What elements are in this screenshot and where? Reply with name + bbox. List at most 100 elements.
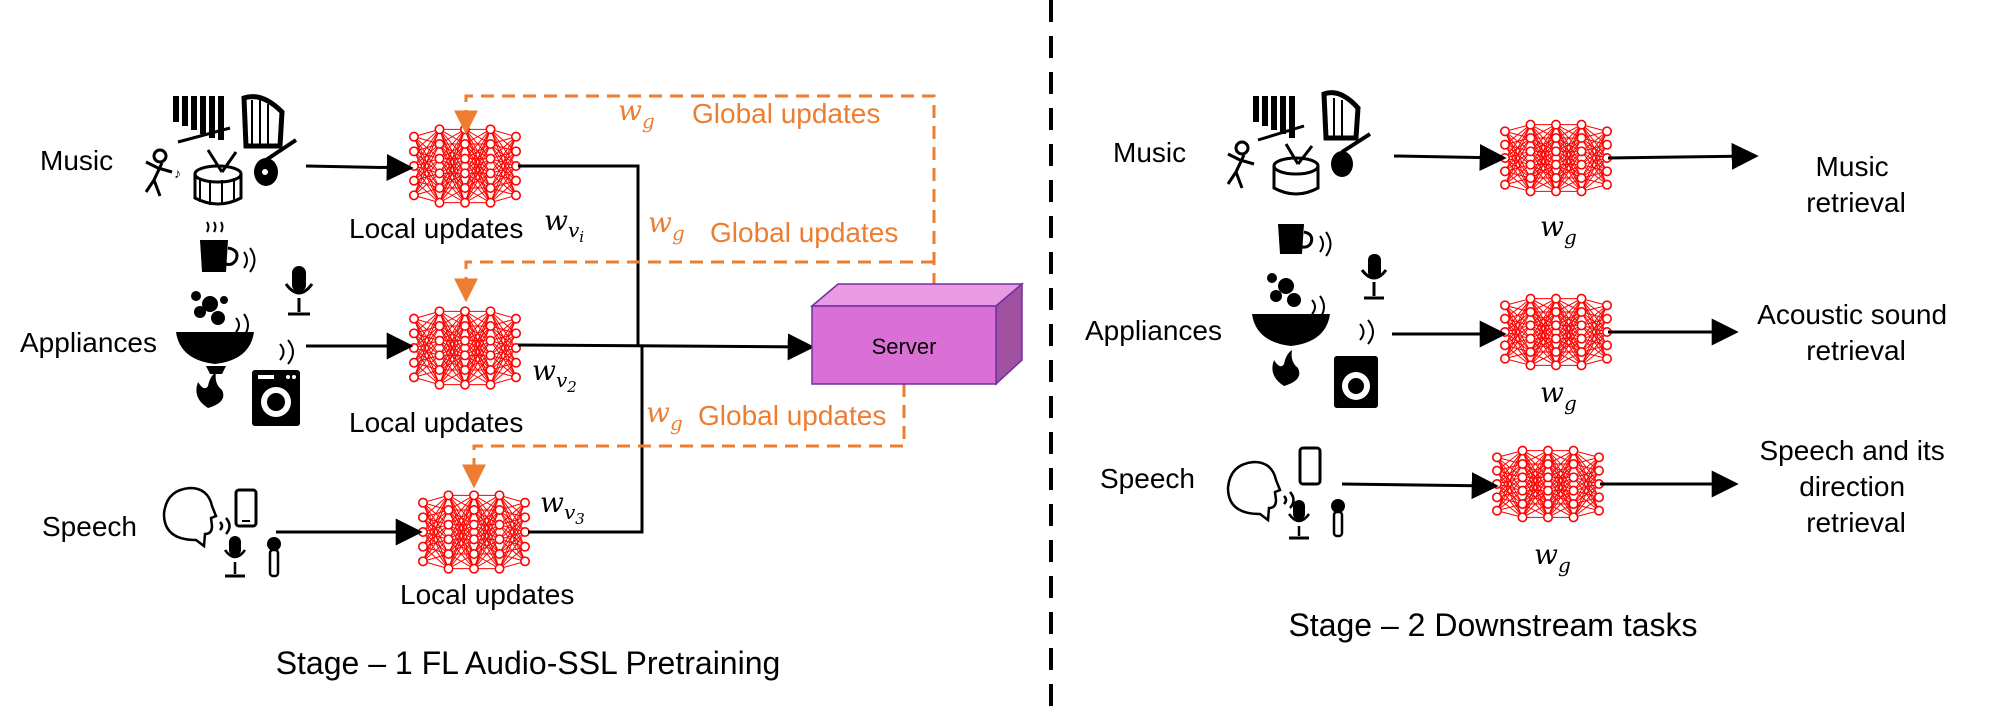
network-edge xyxy=(499,502,526,569)
network-edge xyxy=(1496,450,1523,472)
guitar-icon xyxy=(254,138,298,186)
network-node xyxy=(1543,485,1554,496)
stage1-title: Stage – 1 FL Audio-SSL Pretraining xyxy=(276,645,781,681)
network-edge xyxy=(1581,130,1608,152)
network-node xyxy=(408,161,419,172)
network-edge xyxy=(464,129,491,174)
network-node xyxy=(1551,333,1562,344)
network-edge xyxy=(1555,124,1582,179)
network-edge xyxy=(1496,490,1523,512)
network-edge xyxy=(499,546,526,570)
network-edge xyxy=(1522,450,1549,491)
network-node xyxy=(1500,166,1511,177)
stage2-network-music xyxy=(1500,119,1613,197)
network-node xyxy=(485,306,496,317)
network-node xyxy=(1525,119,1536,130)
coffee-cup-icon xyxy=(1278,224,1304,254)
stage1-to-server-arrow xyxy=(517,333,815,361)
network-edge xyxy=(1530,124,1557,179)
network-node xyxy=(1517,472,1528,483)
network-edge xyxy=(490,318,517,385)
network-edge xyxy=(413,354,440,378)
network-edge xyxy=(439,158,466,203)
network-edge xyxy=(1504,124,1531,146)
stage1-music-label: Music xyxy=(40,145,113,176)
stage2-music-input-arrow xyxy=(1393,144,1507,172)
network-edge xyxy=(1504,151,1531,185)
network-node xyxy=(1602,300,1613,311)
network-edge xyxy=(413,311,440,378)
network-edge xyxy=(1504,164,1531,186)
local-weight-label-v3: wv3 xyxy=(540,486,585,528)
network-node xyxy=(519,541,530,552)
network-edge xyxy=(1581,305,1608,339)
network-edge xyxy=(499,502,526,540)
network-edge xyxy=(1504,124,1531,185)
network-node xyxy=(1525,186,1536,197)
music-icons: ♪ xyxy=(144,94,298,206)
network-edge xyxy=(1530,298,1557,339)
network-node xyxy=(1576,346,1587,357)
harp-icon xyxy=(241,94,285,149)
network-edge xyxy=(1547,450,1574,478)
network-node xyxy=(1500,179,1511,190)
network-node xyxy=(494,548,505,559)
network-edge xyxy=(1555,137,1582,192)
network-node xyxy=(1517,458,1528,469)
stage2-speech-icons xyxy=(1226,446,1345,540)
network-edge xyxy=(464,173,491,203)
network-edge xyxy=(490,347,517,385)
network-node xyxy=(459,139,470,150)
network-node xyxy=(459,168,470,179)
network-node xyxy=(1568,512,1579,523)
network-node xyxy=(443,534,454,545)
network-node xyxy=(434,306,445,317)
network-node xyxy=(468,519,479,530)
network-edge xyxy=(448,509,475,569)
network-edge xyxy=(1573,483,1600,518)
network-node xyxy=(485,197,496,208)
network-node xyxy=(1517,485,1528,496)
network-edge xyxy=(439,129,466,189)
network-edge xyxy=(1504,298,1531,333)
network-edge xyxy=(1522,490,1549,518)
network-node xyxy=(408,342,419,353)
guitar-icon xyxy=(1331,132,1372,177)
stage1-music-output-line xyxy=(518,164,640,345)
network-node xyxy=(1492,505,1503,516)
network-edge xyxy=(422,538,449,562)
network-node xyxy=(1551,306,1562,317)
microphone-icon xyxy=(284,266,314,316)
network-node xyxy=(408,146,419,157)
network-node xyxy=(1594,492,1605,503)
network-node xyxy=(1602,126,1613,137)
network-edge xyxy=(464,129,491,159)
speech-icons xyxy=(162,486,281,578)
network-edge xyxy=(1504,124,1531,172)
network-node xyxy=(1551,173,1562,184)
network-node xyxy=(494,490,505,501)
network-node xyxy=(1543,512,1554,523)
network-node xyxy=(1551,293,1562,304)
network-edge xyxy=(490,136,517,174)
network-node xyxy=(510,146,521,157)
stage1-music-input-arrow xyxy=(305,154,414,182)
network-edge xyxy=(439,355,466,385)
network-edge xyxy=(1547,463,1574,518)
network-edge xyxy=(490,136,517,203)
appliance-icons xyxy=(176,221,314,426)
network-node xyxy=(485,183,496,194)
network-node xyxy=(1500,126,1511,137)
network-edge xyxy=(499,502,526,526)
network-edge xyxy=(1581,344,1608,366)
network-edge xyxy=(1581,331,1608,366)
network-edge xyxy=(413,311,440,349)
network-node xyxy=(1525,159,1536,170)
network-edge xyxy=(1530,137,1557,192)
network-edge xyxy=(473,509,500,569)
local-updates-label-music: Local updates xyxy=(349,213,523,244)
network-node xyxy=(1525,320,1536,331)
network-edge xyxy=(1573,457,1600,518)
network-edge xyxy=(490,136,517,160)
network-node xyxy=(443,548,454,559)
